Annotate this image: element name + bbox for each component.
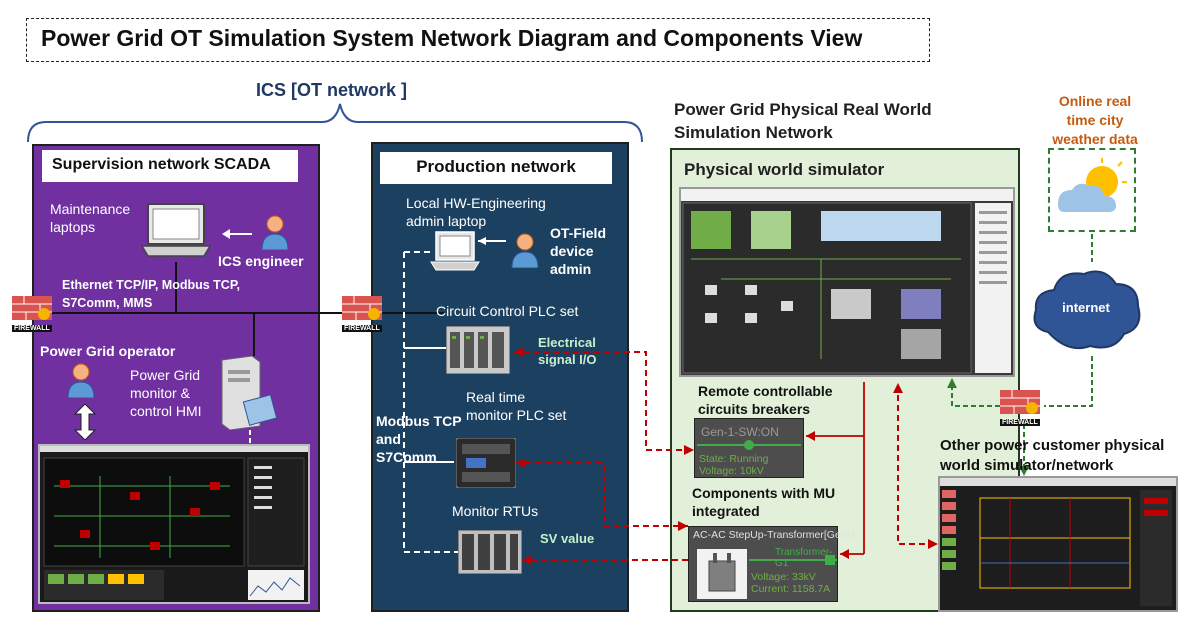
scada-protocols-label: Ethernet TCP/IP, Modbus TCP, S7Comm, MMS [62, 278, 241, 310]
production-header: Production network [380, 152, 612, 184]
ot-admin-person-icon [510, 232, 540, 269]
circuit-plc-label: Circuit Control PLC set [436, 303, 579, 319]
double-arrow-icon [74, 404, 96, 440]
physical-network-label: Power Grid Physical Real World Simulatio… [674, 100, 932, 142]
internet-cloud: internet [1028, 262, 1144, 356]
weather-label: Online real time city weather data [1052, 93, 1138, 147]
hmi-screenshot [38, 444, 310, 604]
breaker-panel: Gen-1-SW:ON State: Running Voltage: 10kV [694, 418, 804, 478]
maintenance-laptop-icon [140, 200, 212, 262]
transformer-status: Voltage: 33kV Current: 1158.7A [751, 571, 831, 595]
monitor-rtus-label: Monitor RTUs [452, 503, 539, 519]
components-mu-label: Components with MU integrated [692, 485, 836, 519]
operator-label: Power Grid operator [40, 343, 176, 359]
transformer-title: AC-AC StepUp-Transformer[Gens] [693, 529, 855, 541]
ot-admin-label: OT-Field device admin [550, 225, 606, 277]
ics-engineer-label: ICS engineer [218, 253, 304, 269]
engineer-person-icon [260, 214, 290, 251]
internet-label: internet [1062, 300, 1110, 315]
firewall-label: FIREWALL [12, 325, 52, 332]
firewall-label: FIREWALL [1000, 419, 1040, 426]
circuit-plc-icon [445, 325, 511, 375]
hmi-server-icon [216, 355, 278, 431]
transformer-panel: AC-AC StepUp-Transformer[Gens] Transform… [688, 526, 855, 602]
page-title: Power Grid OT Simulation System Network … [26, 18, 930, 62]
breakers-label: Remote controllable circuits breakers [698, 383, 833, 417]
firewall-internet-icon: FIREWALL [1000, 390, 1040, 426]
transformer-icon [697, 549, 747, 599]
realtime-plc-label: Real time monitor PLC set [466, 389, 567, 423]
firewall-scada-icon: FIREWALL [12, 296, 52, 332]
maintenance-laptops-label: Maintenance laptops [50, 201, 131, 235]
transformer-name: Transformer-G1 [775, 547, 833, 569]
operator-person-icon [66, 362, 96, 399]
other-customer-label: Other power customer physical world simu… [940, 437, 1165, 474]
local-hw-label: Local HW-Engineering admin laptop [406, 195, 546, 229]
sv-value-label: SV value [540, 531, 595, 546]
ics-label: ICS [OT network ] [256, 80, 408, 100]
other-simulator-screenshot [938, 476, 1178, 612]
firewall-label: FIREWALL [342, 325, 382, 332]
ics-brace [27, 103, 643, 143]
local-laptop-icon [430, 230, 480, 272]
arrow-left-icon [222, 229, 252, 239]
electrical-io-label: Electrical signal I/O [538, 335, 597, 367]
hmi-label: Power Grid monitor & control HMI [130, 367, 202, 419]
realtime-plc-icon [455, 437, 517, 489]
physical-simulator-screenshot [679, 187, 1015, 377]
modbus-label: Modbus TCP and S7Comm [376, 413, 462, 465]
breaker-status: State: Running Voltage: 10kV [699, 453, 769, 477]
weather-icon [1048, 148, 1136, 232]
breaker-name: Gen-1-SW:ON [701, 425, 779, 439]
firewall-production-icon: FIREWALL [342, 296, 382, 332]
monitor-rtu-icon [457, 529, 523, 575]
scada-header: Supervision network SCADA [42, 150, 298, 182]
physical-header: Physical world simulator [684, 160, 885, 179]
